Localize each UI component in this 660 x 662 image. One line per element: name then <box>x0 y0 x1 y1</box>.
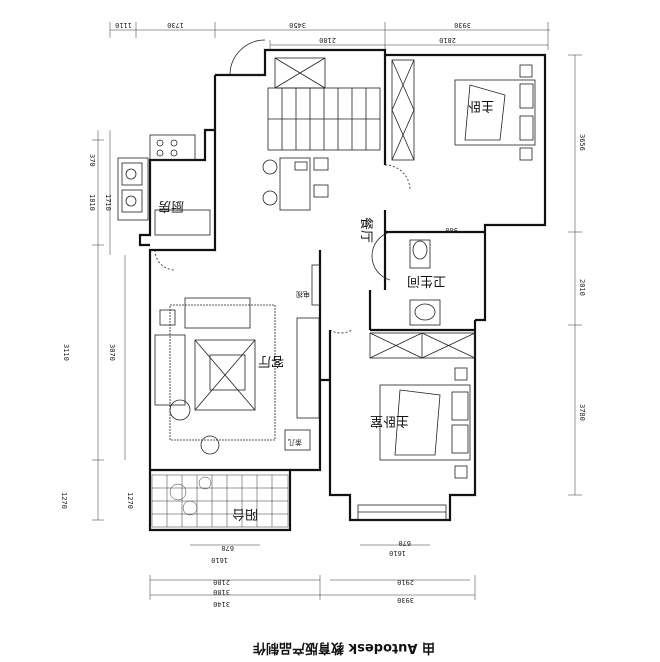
dining-set <box>262 157 329 211</box>
entry-door <box>229 39 266 76</box>
dim-top-1: 1110 <box>115 21 132 29</box>
dim-bottom-2: 670 <box>221 544 234 552</box>
room-label-kitchen: 厨房 <box>158 198 184 214</box>
dim-misc-980: 980 <box>445 226 458 234</box>
dim-top-2: 1730 <box>167 21 184 29</box>
dim-left-2: 1810 <box>88 194 96 211</box>
room-label-master-bedroom: 主卧室 <box>370 413 409 429</box>
dim-bottom-9: 3930 <box>397 596 414 604</box>
dim-left-5: 1270 <box>60 492 68 509</box>
dim-bottom-8: 2910 <box>397 578 414 586</box>
dim-top-4: 3930 <box>454 21 471 29</box>
bay-window <box>357 504 447 521</box>
left-dimensions <box>92 130 126 521</box>
stairs <box>267 57 381 151</box>
wardrobe-top <box>391 59 415 161</box>
dim-bottom-4: 670 <box>398 539 411 547</box>
room-label-balcony: 阳台 <box>232 506 258 521</box>
dim-bottom-3: 1610 <box>389 549 406 557</box>
room-label-bedroom: 主卧 <box>468 98 494 113</box>
dim-top-5: 2180 <box>319 36 336 44</box>
dim-bottom-5: 2180 <box>213 578 230 586</box>
dim-left-6: 1270 <box>126 492 134 509</box>
dim-bottom-6: 3180 <box>213 588 230 596</box>
dim-top-3: 3450 <box>289 21 306 29</box>
dim-top-6: 2810 <box>439 36 456 44</box>
dim-left-7: 1710 <box>104 194 112 211</box>
autodesk-caption: 由 Autodesk 教育版产品制作 <box>253 640 435 656</box>
master-wardrobe <box>369 332 476 359</box>
bottom-dimensions <box>149 544 476 600</box>
kitchen-counter <box>117 134 211 236</box>
dim-bottom-1: 1610 <box>211 556 228 564</box>
bed-top <box>454 64 536 161</box>
furniture-label-tv: 电视 <box>296 290 310 299</box>
master-bed <box>379 367 471 479</box>
dim-left-3: 3110 <box>62 344 70 361</box>
room-label-living: 客厅 <box>258 353 284 369</box>
dim-right-3: 3780 <box>578 404 586 421</box>
walls <box>138 48 547 532</box>
dim-left-4: 3070 <box>108 344 116 361</box>
furniture-label-tea: 茶几 <box>288 438 302 447</box>
doors <box>154 164 411 334</box>
room-label-restaurant: 餐厅 <box>358 217 374 243</box>
living-furniture <box>154 264 321 455</box>
top-dimensions <box>109 22 550 50</box>
bathroom-fixtures <box>371 231 441 326</box>
right-dimensions <box>568 54 582 496</box>
dim-right-1: 3656 <box>578 134 586 151</box>
dim-left-1: 370 <box>88 154 96 167</box>
dim-bottom-7: 3140 <box>213 600 230 608</box>
dim-right-2: 2010 <box>578 279 586 296</box>
room-label-bathroom: 卫生间 <box>407 273 446 288</box>
balcony-tiles <box>151 474 289 528</box>
